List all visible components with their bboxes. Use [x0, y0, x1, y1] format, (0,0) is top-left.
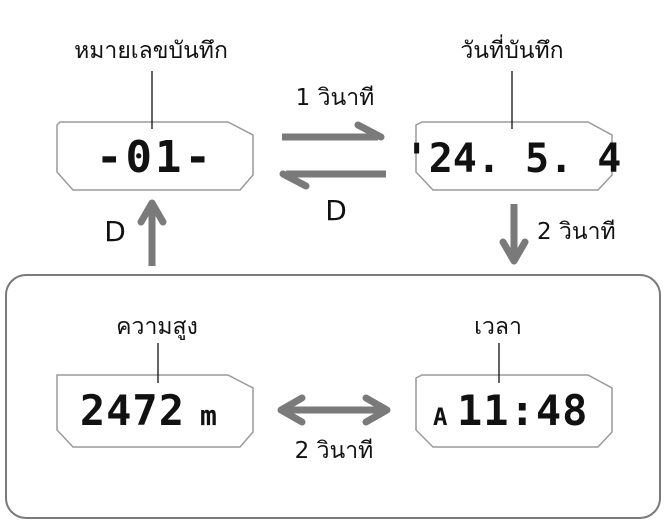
time-label: เวลา	[474, 314, 522, 340]
label-number-to-date: 1 วินาที	[296, 85, 375, 111]
arrow-up-to-number	[137, 199, 167, 266]
arrow-altitude-time	[277, 394, 391, 426]
record-date-screen-frame	[415, 121, 613, 191]
arrow-date-down-head	[499, 238, 529, 265]
record-date-value: '24. 5. 4	[405, 136, 622, 182]
record-number-value: -01-	[96, 132, 214, 183]
time-value: 11:48	[457, 386, 588, 435]
label-date-to-number: D	[325, 194, 347, 227]
time-am-pm: A	[433, 403, 448, 431]
label-date-down: 2 วินาที	[537, 219, 616, 245]
record-number-screen-frame	[56, 121, 254, 191]
altitude-value: 2472	[80, 386, 185, 435]
lower-group-box	[5, 274, 661, 519]
arrow-date-to-number-head	[279, 170, 310, 190]
record-date-label: วันที่บันทึก	[460, 34, 563, 64]
label-up-to-number: D	[104, 215, 126, 248]
record-number-screen: -01-	[56, 121, 254, 191]
label-altitude-time: 2 วินาที	[295, 438, 374, 464]
arrow-up-to-number-head	[137, 199, 167, 226]
altitude-label: ความสูง	[116, 314, 198, 340]
arrow-number-to-date	[282, 121, 385, 141]
altitude-screen: 2472 m	[56, 374, 254, 448]
time-screen: A 11:48	[415, 374, 613, 448]
altitude-unit: m	[200, 399, 217, 432]
arrow-date-to-number	[279, 170, 386, 190]
arrow-altitude-time-right-head	[362, 394, 391, 426]
arrow-date-down	[499, 204, 529, 265]
record-number-label: หมายเลขบันทึก	[74, 38, 228, 64]
arrow-number-to-date-head	[354, 121, 385, 141]
altitude-screen-frame	[56, 374, 254, 448]
record-date-screen: '24. 5. 4	[405, 121, 622, 191]
arrow-altitude-time-left-head	[277, 394, 306, 426]
time-screen-frame	[415, 374, 613, 448]
